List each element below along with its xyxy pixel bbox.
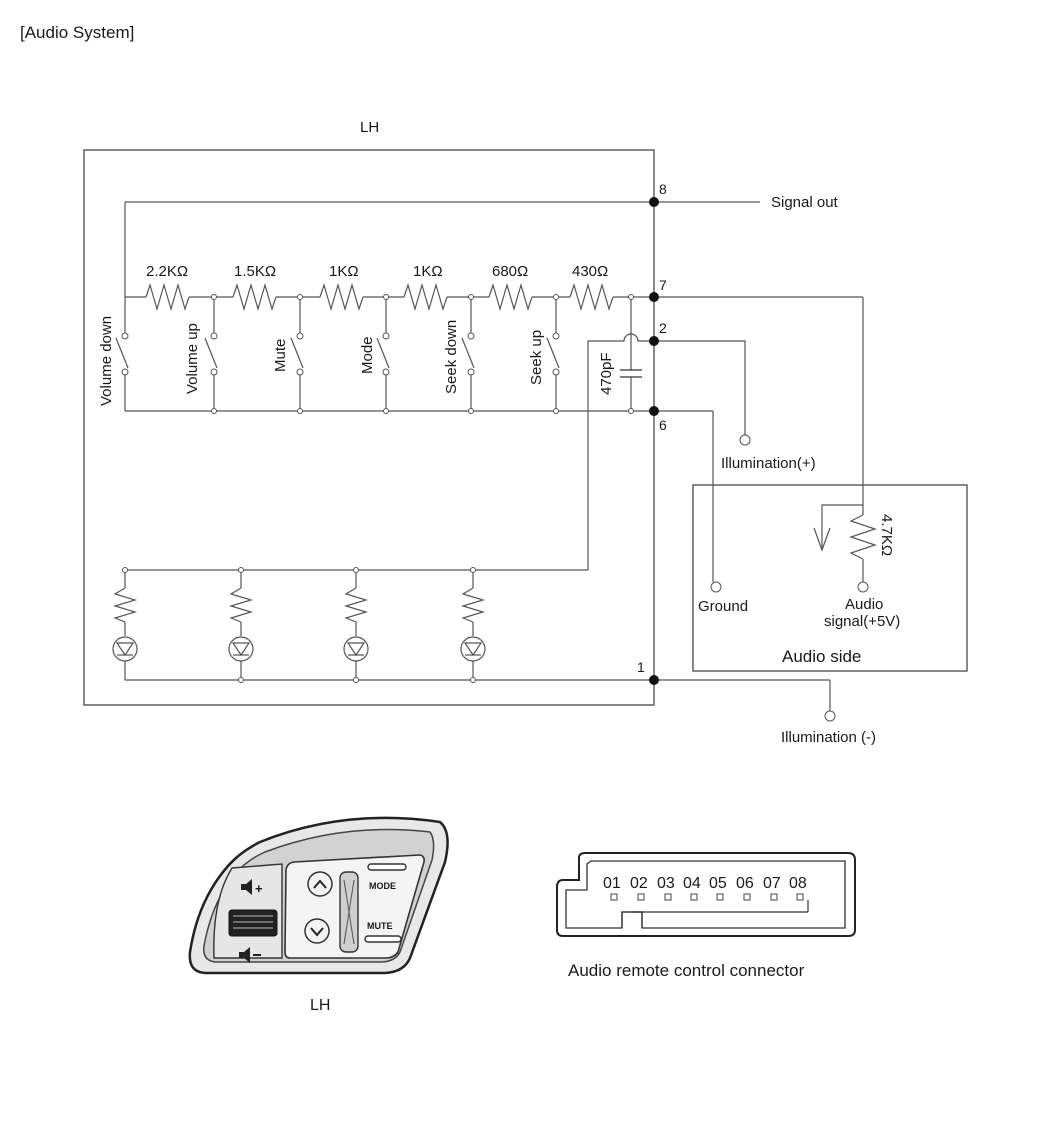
capacitor-470pf xyxy=(620,297,642,411)
connector-pin-03: 03 xyxy=(657,875,675,892)
pin-2-dot xyxy=(649,336,659,346)
switch-label-mute: Mute xyxy=(272,339,289,372)
module-label: LH xyxy=(360,119,379,136)
audio-signal-label-line1: Audio xyxy=(845,596,883,613)
arrow-down-icon xyxy=(813,504,863,552)
chevron-up-icon[interactable] xyxy=(307,871,333,897)
speaker-plus-icon[interactable]: + xyxy=(241,879,263,896)
connector-pin-08: 08 xyxy=(789,875,807,892)
switch-panel-caption: LH xyxy=(310,997,330,1014)
svg-text:+: + xyxy=(255,881,263,896)
audio-signal-wire xyxy=(849,297,877,593)
led-branch-2 xyxy=(228,570,254,680)
signal-out-label: Signal out xyxy=(771,194,839,211)
switch-label-volume-down: Volume down xyxy=(98,316,115,406)
switch-label-mode: Mode xyxy=(359,336,376,374)
switch-seek-down xyxy=(461,297,475,411)
switch-mute xyxy=(290,297,304,411)
audio-side-title: Audio side xyxy=(782,647,861,666)
lh-module-box xyxy=(83,149,655,706)
ground-label: Ground xyxy=(698,598,748,615)
connector-pin-holes xyxy=(610,893,804,901)
switch-label-seek-down: Seek down xyxy=(443,320,460,394)
capacitor-label: 470pF xyxy=(598,352,615,395)
resistor-label-1k-b: 1KΩ xyxy=(413,263,443,280)
pin-6-dot xyxy=(649,406,659,416)
connector-pin-06: 06 xyxy=(736,875,754,892)
audio-side-box xyxy=(692,484,968,672)
illumination-minus-label: Illumination (-) xyxy=(781,729,876,746)
illumination-plus-wire xyxy=(587,333,751,570)
resistor-label-680: 680Ω xyxy=(492,263,528,280)
switch-label-volume-up: Volume up xyxy=(184,323,201,394)
connector-housing xyxy=(556,852,856,937)
pin-7-label: 7 xyxy=(659,277,667,293)
switch-volume-down xyxy=(115,297,129,411)
led-branch-1 xyxy=(112,570,138,680)
switch-mode xyxy=(376,297,390,411)
pin-6-label: 6 xyxy=(659,417,667,433)
connector-pin-02: 02 xyxy=(630,875,648,892)
pin-2-label: 2 xyxy=(659,320,667,336)
pin-8-dot xyxy=(649,197,659,207)
switch-label-seek-up: Seek up xyxy=(528,330,545,385)
audio-signal-label-line2: signal(+5V) xyxy=(824,613,900,630)
led-branch-4 xyxy=(460,570,486,680)
led-branch-3 xyxy=(343,570,369,680)
ladder-junctions xyxy=(122,294,634,683)
pin-8-label: 8 xyxy=(659,181,667,197)
connector-pin-07: 07 xyxy=(763,875,781,892)
connector-pin-04: 04 xyxy=(683,875,701,892)
connector-pin-05: 05 xyxy=(709,875,727,892)
connector-pin-01: 01 xyxy=(603,875,621,892)
mute-button[interactable]: MUTE xyxy=(367,921,393,931)
audio-side-resistor-label: 4.7KΩ xyxy=(878,514,895,556)
resistor-label-2-2k: 2.2KΩ xyxy=(146,263,188,280)
illumination-plus-label: Illumination(+) xyxy=(721,455,816,472)
mode-button[interactable]: MODE xyxy=(369,881,396,891)
resistor-label-1k-a: 1KΩ xyxy=(329,263,359,280)
page-title: [Audio System] xyxy=(20,23,134,42)
resistor-label-430: 430Ω xyxy=(572,263,608,280)
resistor-ladder xyxy=(125,282,863,312)
chevron-down-icon[interactable] xyxy=(304,918,330,944)
ground-wire xyxy=(710,411,722,593)
switch-seek-up xyxy=(546,297,560,411)
connector-caption: Audio remote control connector xyxy=(568,961,805,980)
speaker-minus-icon[interactable] xyxy=(239,947,261,963)
pin-1-dot xyxy=(649,675,659,685)
pin-7-dot xyxy=(649,292,659,302)
illumination-minus-terminal xyxy=(824,680,836,722)
pin-1-label: 1 xyxy=(637,659,645,675)
switch-volume-up xyxy=(204,297,218,411)
resistor-label-1-5k: 1.5KΩ xyxy=(234,263,276,280)
